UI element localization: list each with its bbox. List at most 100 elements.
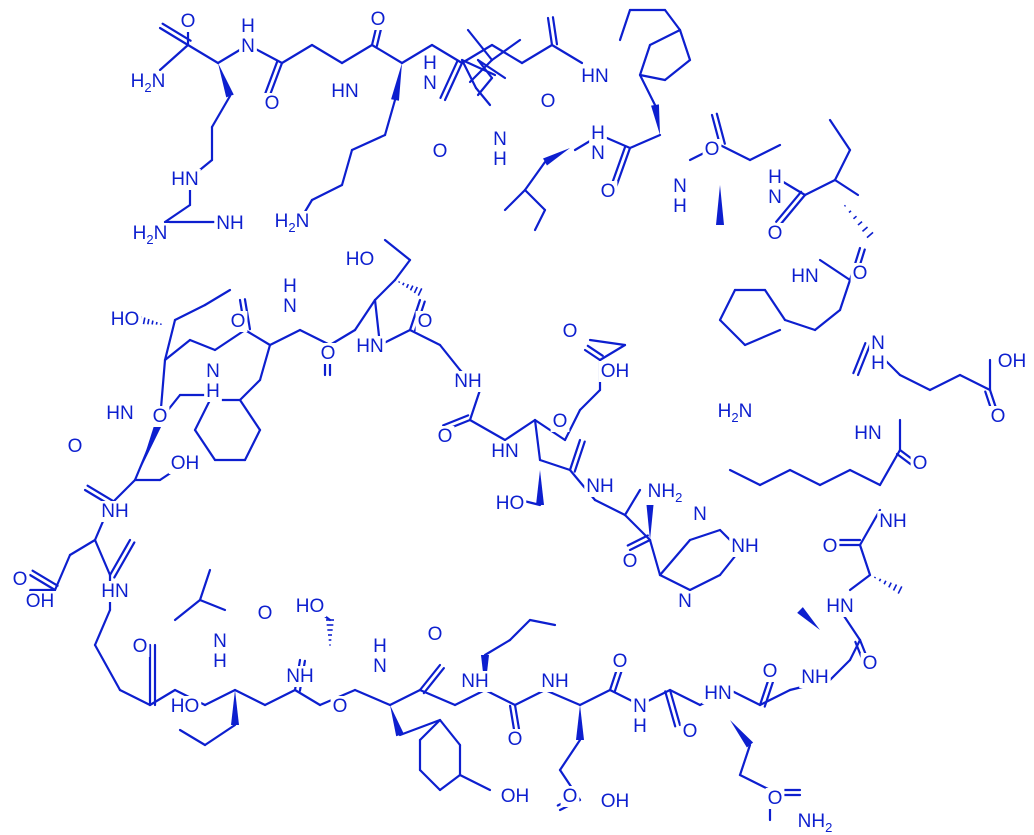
single-bond [818,468,852,487]
atom-text: H [768,167,782,188]
single-bond [198,568,212,602]
atom-text: OH [601,791,630,812]
amine-label: H2N [272,211,312,235]
double-bond [586,344,604,357]
atom-text: O [68,436,83,457]
atom-symbol: OH [501,786,530,807]
single-bond [858,543,872,577]
hash-stroke [861,226,869,232]
atom-backdrop [128,71,168,95]
hn-label: HN [789,266,821,287]
atom-symbol: N [154,223,168,244]
atom-symbol: H [673,196,687,217]
n-label: N [211,631,229,652]
hash-stroke [155,321,158,325]
n-label: N [671,176,689,197]
atom-symbol: N [739,401,753,422]
atom-text: O [683,721,698,742]
single-bond [528,618,557,627]
single-bond [550,43,584,65]
single-bond [848,468,882,487]
atom-backdrop [995,351,1029,372]
hash-bond [843,204,874,239]
oxygen-label: O [415,311,435,332]
atom-text: O [371,9,386,30]
single-bond [688,573,722,592]
atom-text: H [283,276,297,297]
single-bond [638,43,652,77]
h-label: H [631,716,649,737]
single-bond [833,178,860,197]
hash-stroke [151,320,154,325]
single-bond [490,38,522,62]
single-bond [593,498,627,517]
single-bond [203,723,237,747]
wedge-bond [646,500,654,540]
single-bond [878,448,902,487]
atom-text: HO [111,309,140,330]
atom-text: H [633,716,647,737]
single-bond [163,318,177,362]
double-bond [268,61,284,97]
atom-text: H [493,149,507,170]
atom-backdrop [491,129,509,150]
single-bond [718,143,752,162]
atom-symbol: HN [171,169,198,190]
atom-symbol: N [216,213,230,234]
atom-text: O [428,624,443,645]
atom-text: H2N [275,211,310,235]
atom-symbol: O [601,181,616,202]
atom-symbol: HN [101,581,128,602]
n-label: N [589,143,607,164]
single-bond [483,688,517,707]
atom-backdrop [799,667,831,688]
atom-symbol: NH [461,671,488,692]
single-bond [68,538,97,557]
atom-symbol: OH [601,361,630,382]
atom-symbol: O [68,436,83,457]
single-bond [788,468,822,487]
hydroxyl-label: OH [995,351,1029,372]
n-label: N [239,36,257,57]
single-bond [460,58,478,90]
wedge-bond [651,104,660,135]
atom-symbol: O [863,653,878,674]
single-bond [623,488,642,517]
double-bond [628,538,652,552]
atom-symbol: NH [801,667,828,688]
double-bond [573,440,586,473]
oxygen-label: O [318,343,338,364]
oxygen-label: O [10,569,30,590]
atom-text: N [768,187,782,208]
atom-symbol: OH [26,591,55,612]
atom-backdrop [760,661,780,682]
atom-symbol: NH [286,666,313,687]
n-label: N [691,504,709,525]
atom-text: H [423,53,437,74]
wedge-bond [730,720,754,748]
atom-backdrop [255,603,275,624]
single-bond [93,608,112,647]
double-bond [778,193,807,227]
single-bond [243,328,272,347]
single-bond [523,188,547,212]
single-bond [658,538,692,577]
atom-backdrop [539,671,571,692]
single-bond [418,718,442,742]
single-bond [178,728,207,747]
atom-backdrop [493,493,527,514]
single-bond [268,328,302,347]
h-label: H [211,651,229,672]
hn-label: HN [852,423,884,444]
hash-stroke [417,288,423,296]
atom-symbol: H [871,353,885,374]
single-bond [533,418,567,442]
amine-label: H2N [715,401,755,425]
atom-text: O [623,551,638,572]
atom-text: HO [496,493,525,514]
oxygen-label: O [228,311,248,332]
atom-text: HO [171,696,200,717]
atom-text: N [206,361,220,382]
oxygen-label: O [850,263,870,284]
nh-label: NH [452,371,484,392]
